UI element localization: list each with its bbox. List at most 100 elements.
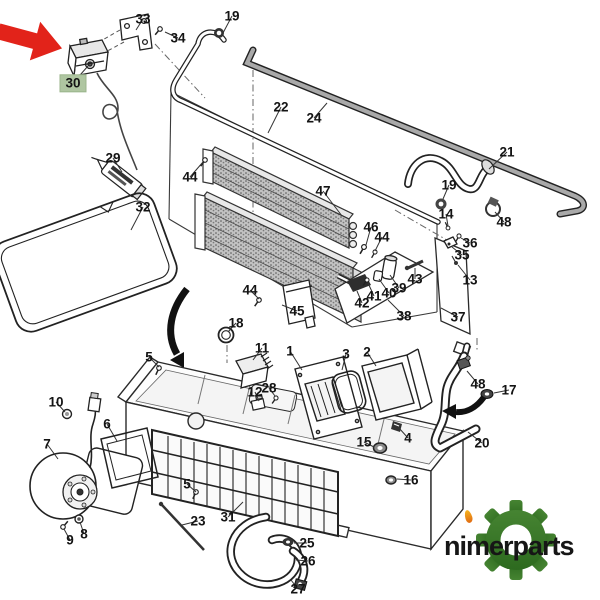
- leader-lines: [46, 15, 510, 590]
- grommet-18: [217, 326, 235, 344]
- panel-1: [294, 356, 363, 440]
- leader-line: [281, 304, 298, 312]
- leader-line: [488, 151, 508, 170]
- evaporator-core: [194, 191, 362, 323]
- leader-line: [227, 322, 237, 333]
- washer-8: [74, 514, 84, 524]
- leader-line: [493, 389, 510, 394]
- leader-line: [466, 370, 479, 385]
- leader-line: [189, 161, 204, 178]
- leader-line: [442, 184, 450, 200]
- leader-line: [227, 501, 244, 518]
- screw-9: [59, 519, 71, 531]
- grommet-16: [385, 475, 397, 485]
- leader-line: [112, 157, 123, 173]
- clamp-48a: [485, 196, 501, 217]
- leader-line: [374, 236, 383, 252]
- leader-line: [389, 274, 400, 289]
- grommet-25: [282, 538, 294, 546]
- leader-line: [130, 206, 144, 231]
- brand-logo: nimerparts: [436, 498, 600, 590]
- hose-21: [404, 154, 495, 194]
- red-pointer-arrow: [0, 21, 63, 61]
- tube-24: [242, 46, 587, 218]
- leader-line: [363, 441, 375, 448]
- flame-icon: [463, 509, 474, 524]
- rod-23: [158, 501, 205, 551]
- gasket-3: [331, 370, 367, 414]
- leader-line: [494, 211, 505, 223]
- clip-35: [443, 236, 458, 249]
- heater-core-47: [202, 146, 358, 249]
- seal-32: [0, 192, 178, 333]
- leader-line: [356, 290, 363, 304]
- part-12: [250, 393, 266, 411]
- leader-line: [148, 356, 160, 368]
- connector-11: [235, 352, 274, 389]
- leader-line: [46, 443, 59, 460]
- leader-line: [365, 226, 372, 246]
- clamp-48b: [456, 355, 471, 371]
- leader-line: [295, 559, 309, 562]
- leader-line: [460, 237, 471, 244]
- leader-line: [457, 264, 471, 281]
- panel-38: [334, 251, 435, 324]
- leader-line: [222, 15, 233, 34]
- leader-line: [313, 102, 328, 119]
- leader-line: [451, 246, 463, 256]
- leader-line: [249, 289, 260, 300]
- brand-name: nimerparts: [444, 531, 575, 561]
- grommet-17: [480, 389, 494, 399]
- leader-line: [398, 427, 409, 439]
- leader-line: [254, 391, 260, 402]
- gear-icon: [476, 500, 556, 580]
- drain-hose-26: [226, 512, 309, 589]
- leader-line: [289, 350, 303, 371]
- grommet-19-top: [214, 28, 224, 38]
- sealant-tube-29: [91, 156, 147, 201]
- leader-line: [79, 521, 85, 535]
- screw-44c: [252, 296, 263, 309]
- screw-44b: [369, 248, 379, 260]
- flow-arrow-down: [167, 286, 190, 368]
- capillary-wire: [96, 72, 138, 171]
- valve-39: [381, 254, 398, 280]
- leader-line: [135, 18, 144, 31]
- leader-line: [322, 190, 343, 217]
- switch-30: [67, 37, 109, 79]
- leader-line: [252, 347, 263, 361]
- plate-45: [282, 279, 316, 329]
- leader-line: [268, 387, 276, 397]
- leader-line: [55, 401, 66, 413]
- flow-arrow-left: [442, 395, 487, 419]
- leader-line: [63, 528, 71, 541]
- leader-line: [181, 520, 199, 526]
- leader-line: [445, 213, 449, 227]
- leader-line: [366, 351, 377, 367]
- screw-13: [451, 255, 458, 265]
- leader-line: [396, 478, 412, 481]
- leader-line: [440, 307, 459, 318]
- leader-line: [186, 483, 197, 493]
- leader-line: [467, 431, 483, 444]
- gasket-6: [100, 427, 159, 489]
- pin-43: [404, 259, 424, 271]
- grommet-19b: [435, 198, 447, 210]
- screw-34: [152, 25, 164, 37]
- leader-line: [106, 423, 118, 442]
- leader-line: [341, 353, 347, 371]
- leader-line: [378, 278, 390, 294]
- grille-31: [151, 428, 339, 538]
- leader-line: [387, 299, 405, 317]
- bolt-46: [357, 242, 369, 256]
- grommet-15: [372, 442, 388, 454]
- leader-line: [367, 282, 375, 297]
- hose-20: [430, 342, 481, 453]
- leader-line: [267, 106, 282, 134]
- leader-line: [290, 579, 299, 590]
- side-wall-37: [434, 236, 471, 336]
- bracket-33: [119, 13, 153, 51]
- leader-line: [164, 31, 179, 39]
